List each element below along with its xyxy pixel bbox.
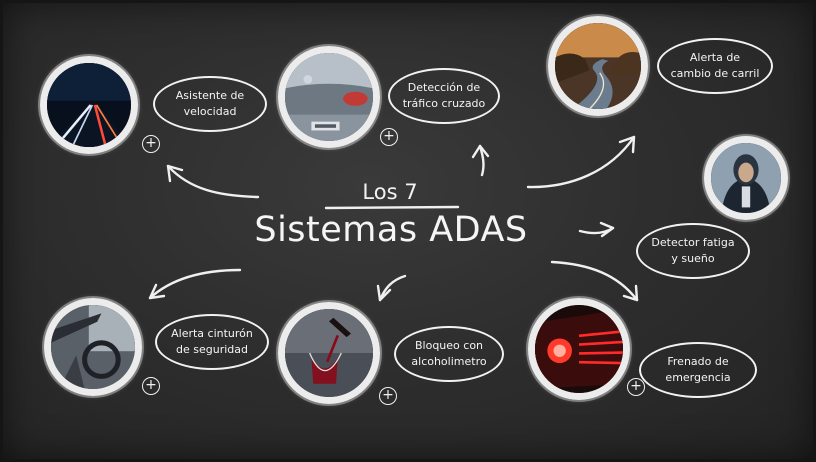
arrow-to-brake bbox=[552, 262, 637, 300]
photo-alcohol bbox=[278, 302, 380, 404]
expand-speed-plus-icon[interactable]: + bbox=[142, 135, 160, 153]
photo-seatbelt bbox=[44, 298, 142, 396]
node-lane-label: Alerta de cambio de carril bbox=[657, 38, 773, 94]
node-traffic-label: Detección de tráfico cruzado bbox=[388, 68, 500, 124]
photo-traffic bbox=[278, 46, 380, 148]
expand-seatbelt-plus-icon[interactable]: + bbox=[142, 377, 160, 395]
node-alcohol-label: Bloqueo con alcoholimetro bbox=[394, 326, 504, 382]
title-small: Los 7 bbox=[325, 180, 455, 204]
photo-brake bbox=[528, 298, 630, 400]
title-main: Sistemas ADAS bbox=[236, 210, 546, 250]
arrow-to-seatbelt bbox=[150, 270, 240, 298]
node-seatbelt-label: Alerta cinturón de seguridad bbox=[155, 314, 269, 370]
photo-speed bbox=[40, 56, 138, 154]
expand-traffic-plus-icon[interactable]: + bbox=[380, 128, 398, 146]
arrow-to-fatigue-head bbox=[601, 223, 613, 236]
expand-alcohol-plus-icon[interactable]: + bbox=[379, 387, 397, 405]
arrow-to-lane bbox=[528, 137, 634, 187]
node-fatigue-label: Detector fatiga y sueño bbox=[636, 223, 750, 279]
photo-lane bbox=[548, 16, 648, 116]
photo-fatigue bbox=[704, 136, 788, 220]
node-brake-label: Frenado de emergencia bbox=[639, 342, 757, 398]
node-speed-label: Asistente de velocidad bbox=[153, 76, 267, 132]
title-underline bbox=[326, 207, 458, 208]
expand-brake-plus-icon[interactable]: + bbox=[627, 378, 645, 396]
